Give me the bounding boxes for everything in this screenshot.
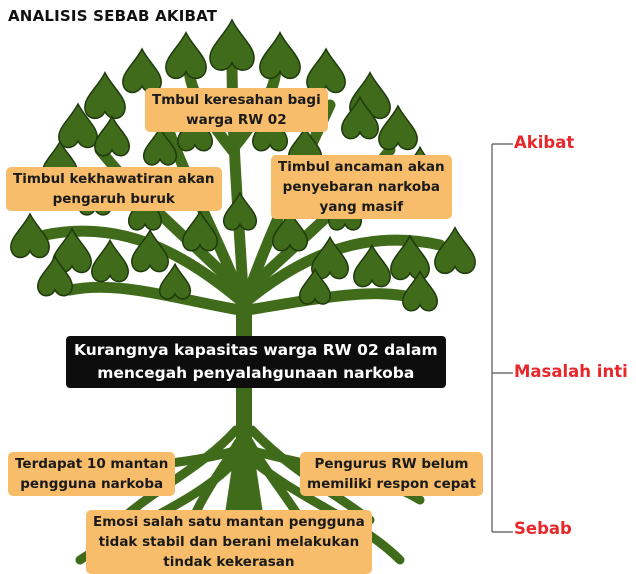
tree-leaf	[209, 18, 255, 71]
core-problem-line2: mencegah penyalahgunaan narkoba	[97, 364, 415, 382]
tree-leaf	[159, 262, 191, 300]
legend-bracket	[491, 143, 513, 533]
diagram-title: ANALISIS SEBAB AKIBAT	[8, 7, 218, 25]
effect-box-threat: Timbul ancaman akan penyebaran narkoba y…	[271, 155, 452, 219]
effect-box-worry-line2: pengaruh buruk	[52, 191, 175, 207]
tree-branch	[242, 234, 446, 306]
cause-box-rw-response: Pengurus RW belum memiliki respon cepat	[300, 452, 483, 496]
tree-leaf	[58, 102, 98, 149]
effect-box-worry: Timbul kekhawatiran akan pengaruh buruk	[6, 167, 222, 211]
tree-branch	[64, 281, 246, 316]
tree-leaf	[259, 31, 301, 80]
cause-box-rw-response-line2: memiliki respon cepat	[307, 476, 476, 492]
tree-leaf	[143, 126, 177, 166]
tree-leaf	[223, 191, 257, 231]
cause-box-unstable-emotion-line2: tidak stabil dan berani melakukan	[98, 534, 360, 550]
core-problem-box: Kurangnya kapasitas warga RW 02 dalam me…	[66, 336, 446, 388]
cause-box-unstable-emotion-line3: tindak kekerasan	[163, 554, 295, 570]
core-problem-line1: Kurangnya kapasitas warga RW 02 dalam	[74, 341, 438, 359]
effect-box-anxiety-line2: warga RW 02	[186, 112, 287, 128]
tree-leaf	[52, 227, 92, 274]
effect-box-worry-line1: Timbul kekhawatiran akan	[13, 171, 215, 187]
cause-box-former-users-line1: Terdapat 10 mantan	[15, 456, 169, 472]
tree-leaf	[306, 47, 346, 94]
tree-leaf	[272, 209, 308, 252]
tree-leaf	[341, 95, 379, 140]
cause-box-unstable-emotion-line1: Emosi salah satu mantan pengguna	[93, 514, 365, 530]
legend-label-cause: Sebab	[514, 519, 572, 538]
tree-leaf	[390, 234, 430, 281]
effect-box-threat-line1: Timbul ancaman akan	[278, 159, 445, 175]
tree-leaf	[182, 209, 218, 252]
legend-label-effect: Akibat	[514, 133, 575, 152]
tree-leaf	[84, 71, 126, 120]
effect-box-threat-line3: yang masif	[319, 199, 404, 215]
effect-box-anxiety: Tmbul keresahan bagi warga RW 02	[145, 88, 328, 132]
tree-leaf	[299, 267, 331, 305]
effect-box-anxiety-line1: Tmbul keresahan bagi	[152, 92, 321, 108]
tree-leaf	[378, 104, 418, 151]
tree-leaf	[311, 235, 349, 280]
cause-box-former-users: Terdapat 10 mantan pengguna narkoba	[8, 452, 176, 496]
tree-leaf	[128, 191, 162, 231]
tree-leaf	[122, 47, 162, 94]
tree-trunk	[218, 300, 270, 560]
tree-branch	[242, 288, 426, 316]
tree-leaf	[91, 238, 129, 283]
cause-box-unstable-emotion: Emosi salah satu mantan pengguna tidak s…	[86, 510, 372, 574]
tree-leaf	[353, 243, 391, 288]
tree-leaf	[165, 31, 207, 80]
cause-box-former-users-line2: pengguna narkoba	[20, 476, 164, 492]
legend-label-core-problem: Masalah inti	[514, 362, 628, 381]
tree-leaf	[10, 212, 50, 259]
tree-leaf	[131, 228, 169, 273]
tree-leaf	[94, 114, 130, 157]
tree-leaf	[37, 254, 73, 297]
tree-leaf	[434, 226, 476, 275]
tree-leaf	[402, 269, 438, 312]
cause-box-rw-response-line1: Pengurus RW belum	[314, 456, 469, 472]
effect-box-threat-line2: penyebaran narkoba	[282, 179, 440, 195]
